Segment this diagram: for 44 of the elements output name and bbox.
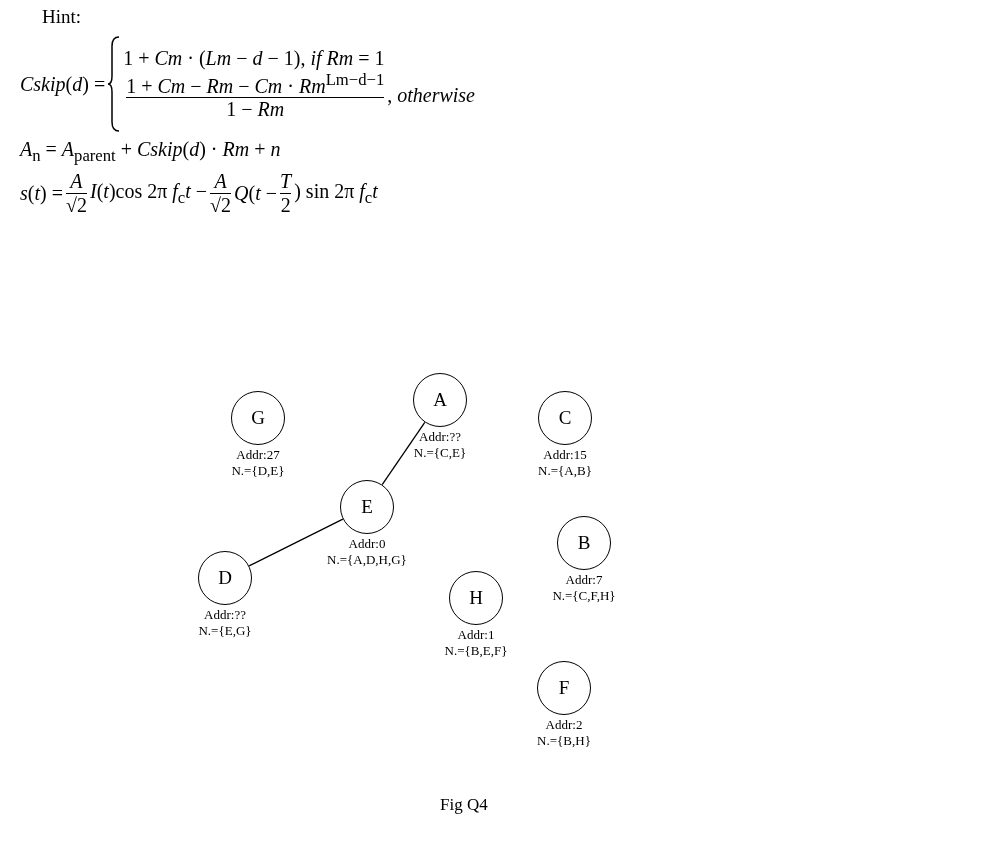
node-circle: G bbox=[231, 391, 285, 445]
node-caption: Addr:7 bbox=[564, 572, 604, 588]
node-caption: N.={A,B} bbox=[537, 463, 593, 479]
node-circle: C bbox=[538, 391, 592, 445]
node-caption: N.={C,F,H} bbox=[551, 588, 617, 604]
formula-text: , otherwise bbox=[387, 84, 475, 107]
node-circle: H bbox=[449, 571, 503, 625]
formula-text: Cskip(d) = bbox=[20, 72, 106, 96]
numerator: 1 + Cm − Rm − Cm · Rm$^{Lm−d−1}$ bbox=[126, 69, 385, 98]
node-circle: B bbox=[557, 516, 611, 570]
node-circle: D bbox=[198, 551, 252, 605]
denominator: √2 bbox=[66, 194, 87, 218]
denominator: 2 bbox=[280, 194, 291, 218]
node-caption: Addr:15 bbox=[542, 447, 588, 463]
formula-text: A$_{n}$ = A$_{parent}$ + Cskip(d) · Rm + n bbox=[20, 138, 281, 166]
node-circle: E bbox=[340, 480, 394, 534]
numerator: A bbox=[214, 170, 227, 193]
node-caption: Addr:1 bbox=[456, 627, 496, 643]
connector-line bbox=[248, 518, 344, 567]
formula-text: s(t) = bbox=[20, 182, 63, 206]
formula-text: Q(t − bbox=[234, 182, 278, 206]
node-caption: Addr:27 bbox=[235, 447, 281, 463]
connector-line bbox=[381, 421, 426, 486]
numerator: A bbox=[70, 170, 83, 193]
formula-text: ) sin 2π f$_{c}$t bbox=[294, 179, 378, 208]
formula-text: 1 + Cm · (Lm − d − 1), if Rm = 1 bbox=[123, 46, 386, 70]
node-circle: F bbox=[537, 661, 591, 715]
node-caption: Addr:0 bbox=[347, 536, 387, 552]
denominator: √2 bbox=[210, 194, 232, 218]
node-caption: Addr:?? bbox=[203, 607, 247, 623]
node-caption: N.={D,E} bbox=[230, 463, 286, 479]
node-caption: N.={C,E} bbox=[412, 445, 468, 461]
figure-caption: Fig Q4 bbox=[440, 795, 488, 815]
node-caption: Addr:?? bbox=[418, 429, 462, 445]
denominator: 1 − Rm bbox=[226, 98, 285, 122]
node-circle: A bbox=[413, 373, 467, 427]
node-caption: N.={B,E,F} bbox=[443, 643, 509, 659]
node-caption: N.={B,H} bbox=[536, 733, 592, 749]
formula-text: I(t)cos 2π f$_{c}$t − bbox=[89, 179, 208, 208]
node-caption: Addr:2 bbox=[544, 717, 584, 733]
node-caption: N.={E,G} bbox=[197, 623, 253, 639]
node-caption: N.={A,D,H,G} bbox=[326, 552, 408, 568]
hint-heading: Hint: bbox=[42, 6, 82, 28]
numerator: T bbox=[280, 170, 292, 193]
